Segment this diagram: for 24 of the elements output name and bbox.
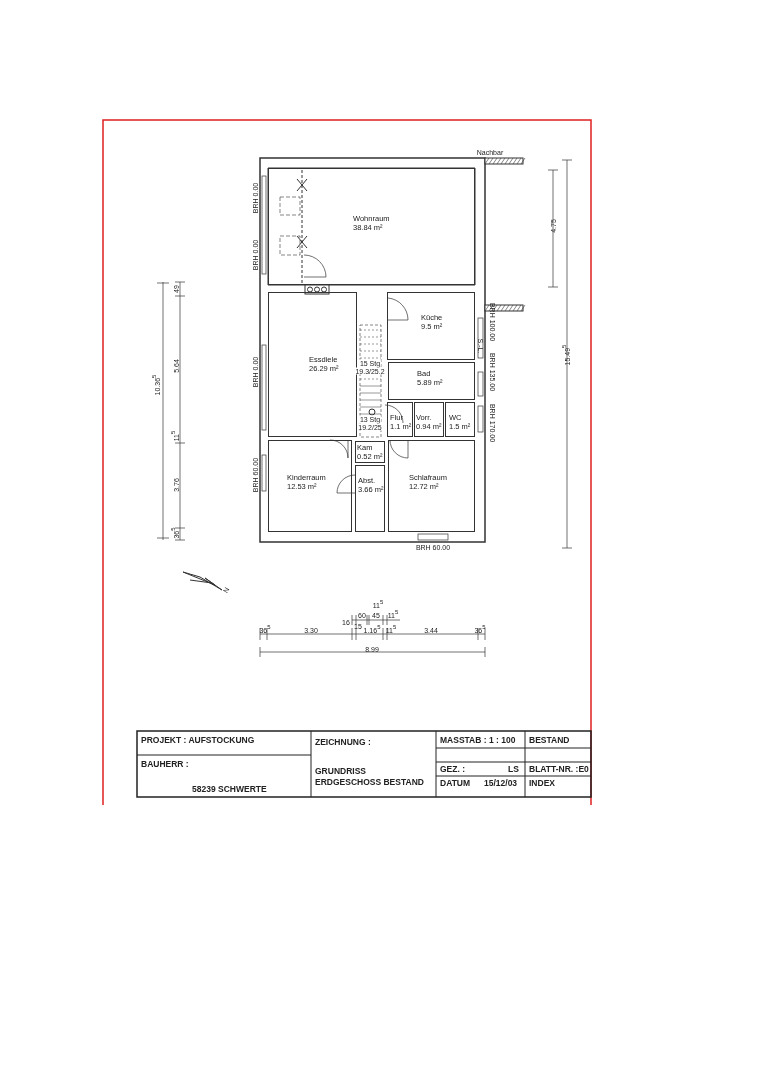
title-block-text: BAUHERR : — [141, 759, 189, 769]
title-block-text: INDEX — [529, 778, 555, 788]
title-block-text: ZEICHNUNG : — [315, 737, 371, 747]
room-outline — [414, 402, 444, 437]
room-outline — [445, 402, 475, 437]
room-outline — [355, 441, 385, 463]
room-outline — [388, 440, 475, 532]
title-block-text: BLATT-NR. :E0 — [529, 764, 589, 774]
room-outline — [387, 292, 475, 360]
title-block-text: MASSTAB : 1 : 100 — [440, 735, 516, 745]
title-block-text: GEZ. : — [440, 764, 466, 774]
room-outline — [387, 402, 413, 437]
title-block-text: 58239 SCHWERTE — [192, 784, 267, 794]
title-block-text: 15/12/03 — [484, 778, 518, 788]
title-block-text: GRUNDRISS ERDGESCHOSS BESTAND — [315, 766, 425, 788]
title-block-text: LS — [508, 764, 519, 774]
room-outline — [268, 292, 357, 437]
room-outline — [355, 465, 385, 532]
title-block-text: PROJEKT : AUFSTOCKUNG — [141, 735, 255, 745]
room-outline — [268, 168, 475, 285]
title-block-text: BESTAND — [529, 735, 570, 745]
title-block-text: DATUM — [440, 778, 471, 788]
room-outline — [268, 440, 352, 532]
room-outline — [388, 362, 475, 400]
